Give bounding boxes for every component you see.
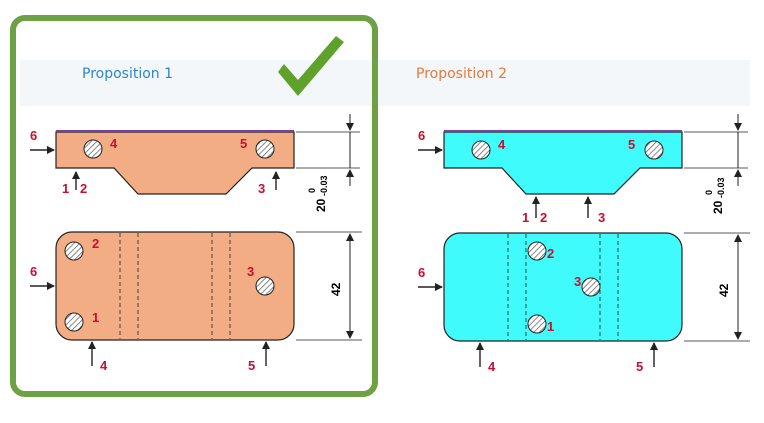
hole-3 [255,276,275,296]
label-3: 3 [574,274,581,289]
label-1: 1 [522,210,529,225]
label-3: 3 [247,264,254,279]
label-6: 6 [418,128,425,143]
selection-frame [10,15,378,397]
proposition-2-panel: Proposition 2 6 4 5 1 2 3 20 0 -0.03 [416,66,750,374]
label-3: 3 [258,181,265,196]
top-view-part [55,231,295,341]
label-5: 5 [628,137,635,152]
label-2: 2 [540,210,547,225]
label-4: 4 [488,359,496,374]
label-4: 4 [100,358,108,373]
label-6: 6 [30,264,37,279]
hole-1 [64,312,84,332]
proposition-1-title: Proposition 1 [82,66,173,82]
side-view-part [55,131,295,195]
label-2: 2 [80,181,87,196]
label-1: 1 [92,310,99,325]
height-dim-value: 20 [314,198,328,212]
width-dim-value: 42 [329,282,343,296]
hole-2 [64,241,84,261]
checkmark-icon [278,36,344,96]
hole-5 [255,139,275,159]
top-view-part [443,232,683,342]
hole-2 [527,241,547,261]
label-2: 2 [547,246,554,261]
label-5: 5 [248,358,255,373]
height-tol-upper: 0 [704,190,714,195]
label-1: 1 [547,319,554,334]
label-6: 6 [30,128,37,143]
label-5: 5 [240,136,247,151]
label-4: 4 [110,136,118,151]
label-1: 1 [62,181,69,196]
label-5: 5 [636,359,643,374]
width-dim-value: 42 [717,283,731,297]
proposition-2-title: Proposition 2 [416,66,507,82]
title-banner [20,60,750,106]
height-tol-lower: -0.03 [716,177,726,198]
side-view-part [443,131,683,195]
label-3: 3 [598,210,605,225]
hole-4 [83,139,103,159]
proposition-1-panel: Proposition 1 6 4 5 1 2 3 20 0 -0.03 [10,15,378,397]
height-dim-value: 20 [711,200,725,214]
label-6: 6 [418,265,425,280]
height-tol-upper: 0 [307,188,317,193]
hole-4 [471,140,491,160]
hole-3 [581,277,601,297]
hole-1 [527,314,547,334]
label-4: 4 [498,137,506,152]
hole-5 [644,140,664,160]
label-2: 2 [92,236,99,251]
height-tol-lower: -0.03 [319,175,329,196]
